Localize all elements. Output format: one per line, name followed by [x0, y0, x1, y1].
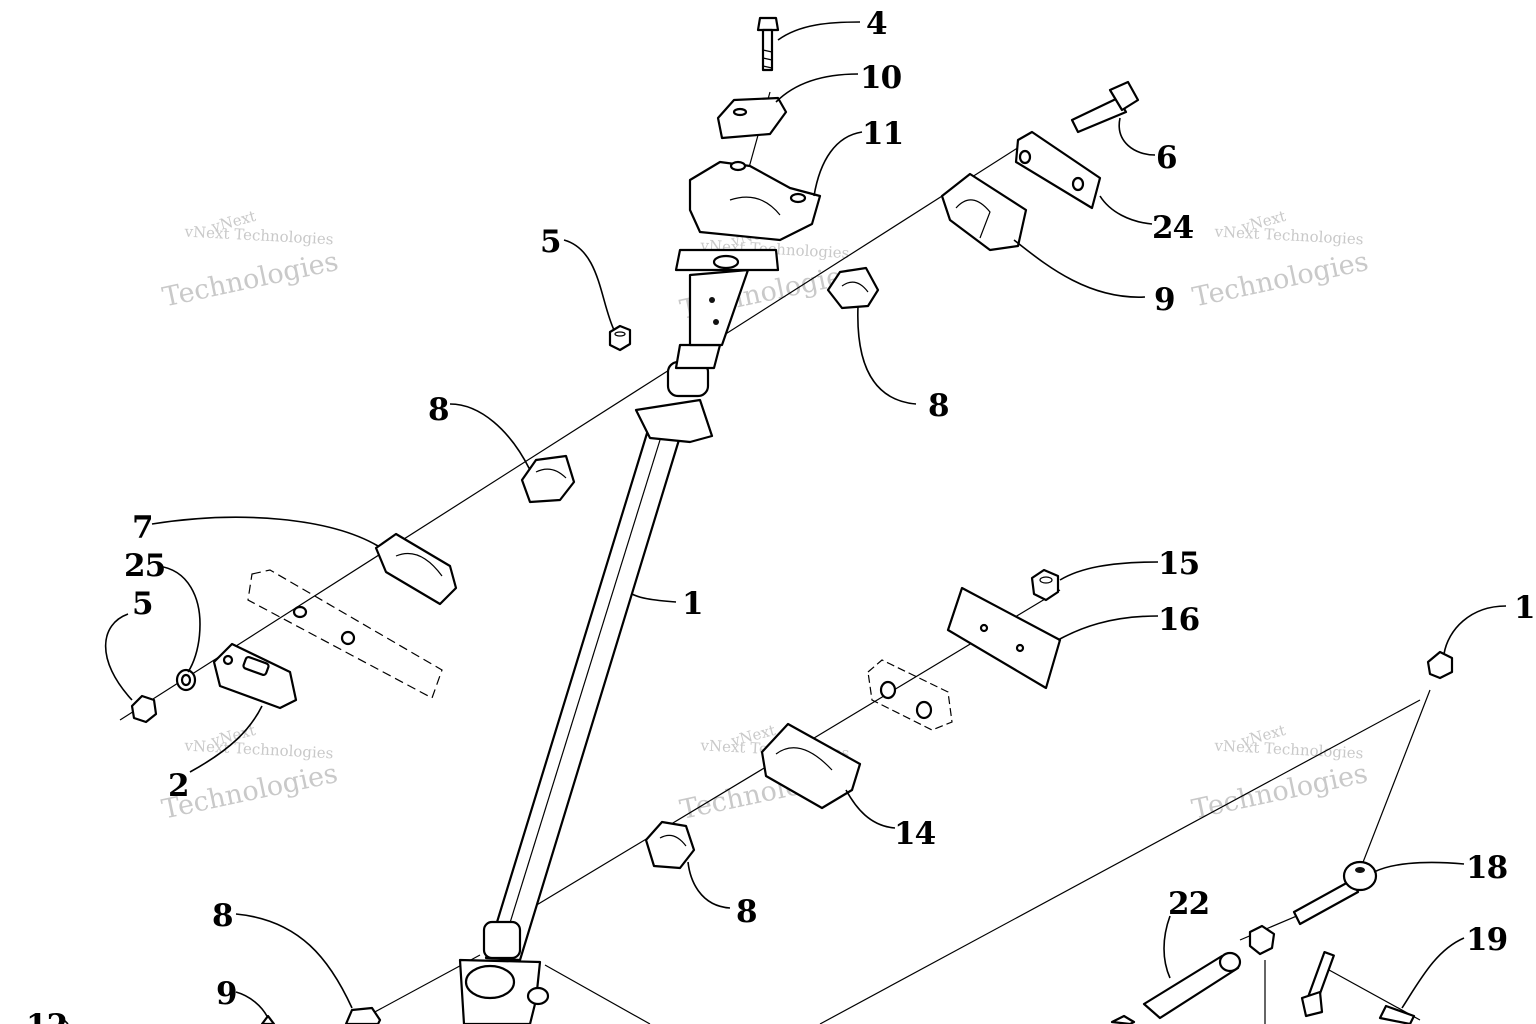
svg-text:vNext Technologies: vNext Technologies — [183, 223, 334, 249]
nut-part-15 — [1030, 568, 1060, 602]
callout-8: 8 — [928, 388, 949, 424]
callout-5: 5 — [132, 586, 153, 622]
rod-end-part-18 — [1292, 860, 1378, 926]
callout-18: 18 — [1466, 850, 1507, 886]
watermark-top-left: vNext vNext Technologies Technologies — [160, 207, 341, 314]
plate-part-16 — [946, 586, 1062, 690]
callout-8: 8 — [212, 898, 233, 934]
svg-text:vNext Technologies: vNext Technologies — [1213, 223, 1364, 249]
callout-4: 4 — [866, 6, 887, 42]
callout-17: 17 — [1514, 590, 1536, 626]
svg-text:Technologies: Technologies — [1190, 246, 1371, 313]
callout-12: 12 — [26, 1008, 67, 1024]
callout-19: 19 — [1466, 922, 1507, 958]
callout-6: 6 — [1156, 140, 1177, 176]
clamp-part-7 — [374, 532, 458, 606]
callout-10: 10 — [860, 60, 902, 96]
callout-7: 7 — [132, 510, 153, 546]
bolt-part-19 — [1300, 950, 1416, 1024]
phantom-plate-middle — [867, 659, 953, 731]
washer-part-25 — [175, 668, 197, 692]
frame-bracket-phantom — [247, 569, 443, 699]
nut-part-lower-right — [1248, 924, 1276, 956]
clamp-part-9-top — [940, 172, 1028, 252]
callout-24: 24 — [1152, 210, 1194, 246]
callout-22: 22 — [1168, 886, 1209, 922]
bushing-part-8-left — [520, 454, 576, 504]
callout-1: 1 — [682, 586, 703, 622]
nut-part-17 — [1426, 650, 1454, 680]
clamp-base-part-11 — [688, 160, 822, 242]
svg-text:Technologies: Technologies — [1189, 758, 1370, 825]
callout-9: 9 — [216, 976, 237, 1012]
plate-part-2 — [212, 642, 298, 710]
callout-labels: 4 10 11 6 24 9 5 8 8 7 25 5 1 2 15 16 17… — [26, 6, 1536, 1024]
svg-text:vNext Technologies: vNext Technologies — [183, 737, 334, 763]
nut-part-5-left — [130, 694, 158, 724]
plate-part-24 — [1014, 130, 1102, 210]
svg-text:vNext Technologies: vNext Technologies — [1213, 737, 1364, 763]
bushing-part-8-bottom — [344, 1006, 382, 1024]
clamp-cap-part-10 — [716, 96, 788, 140]
leader-lines — [59, 21, 1507, 1024]
watermark-top-right: vNext vNext Technologies Technologies — [1190, 207, 1371, 314]
callout-8: 8 — [428, 392, 449, 428]
callout-2: 2 — [168, 768, 189, 804]
callout-16: 16 — [1158, 602, 1199, 638]
svg-text:Technologies: Technologies — [160, 246, 341, 313]
callout-9: 9 — [1154, 282, 1175, 318]
callout-15: 15 — [1158, 546, 1199, 582]
callout-8: 8 — [736, 894, 757, 930]
bushing-part-8-lower — [644, 820, 696, 870]
bolt-part-4 — [756, 16, 780, 72]
bushing-part-8-right — [826, 266, 880, 310]
callout-5: 5 — [540, 224, 561, 260]
nut-part-5-top — [608, 324, 632, 352]
clamp-part-9-bottom — [260, 1014, 276, 1024]
steering-post — [458, 248, 780, 1024]
spacer-part-22 — [1110, 951, 1242, 1024]
bolt-part-6 — [1070, 80, 1140, 134]
callout-11: 11 — [862, 116, 903, 152]
callout-25: 25 — [124, 548, 165, 584]
callout-14: 14 — [894, 816, 936, 852]
clamp-part-14 — [760, 722, 862, 810]
